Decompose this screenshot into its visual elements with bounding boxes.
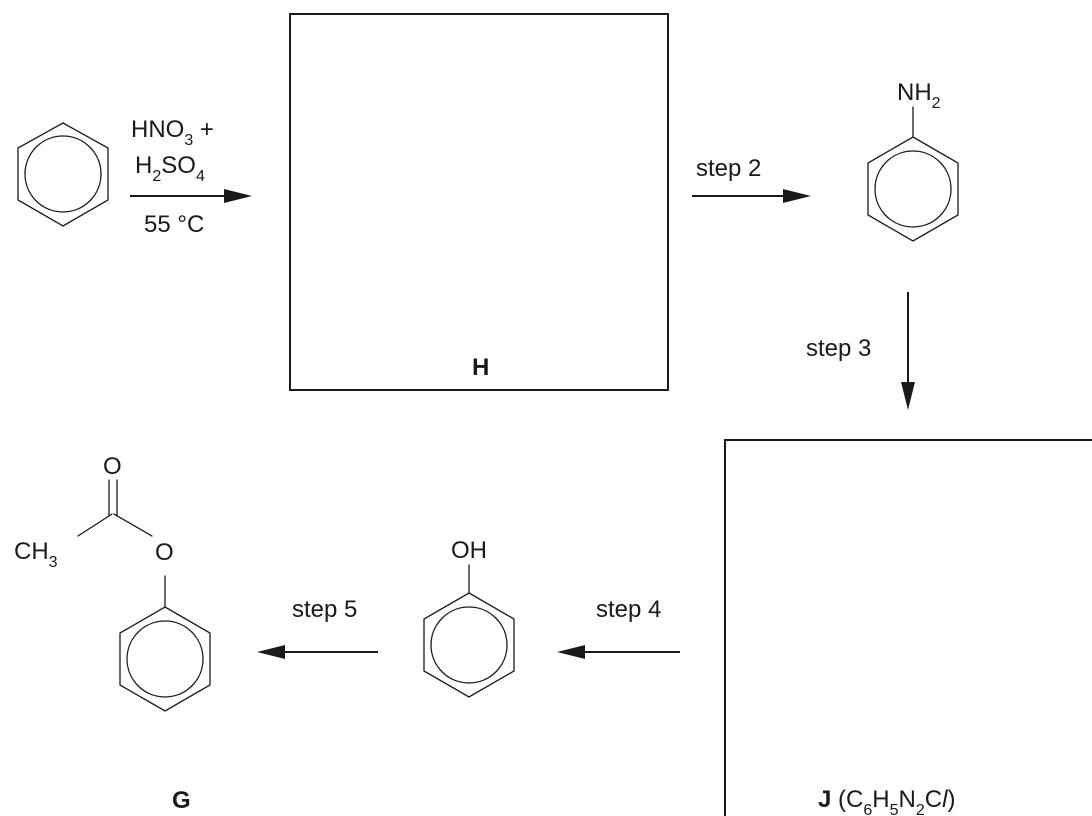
ester-oxygen: O <box>155 539 174 566</box>
benzene-ring <box>17 122 109 227</box>
phenol-ring <box>423 564 515 698</box>
product-g-label: G <box>172 787 191 814</box>
amine-group: NH2 <box>897 79 941 112</box>
answer-box-j <box>724 439 1092 816</box>
arrow-step-5 <box>257 645 378 659</box>
hydroxyl-group: OH <box>451 537 487 564</box>
answer-box-h <box>289 13 669 391</box>
reaction-temperature: 55 °C <box>144 211 204 238</box>
ester-linkage <box>77 479 153 537</box>
step-2-label: step 2 <box>696 155 761 182</box>
reagent-nitric-acid: HNO3 + <box>131 116 214 149</box>
arrow-step-2 <box>692 189 811 203</box>
box-j-label: J (C6H5N2Cl) <box>818 786 955 816</box>
arrow-step-4 <box>557 645 680 659</box>
carbonyl-oxygen: O <box>103 453 122 480</box>
methyl-group: CH3 <box>14 538 58 571</box>
step-3-label: step 3 <box>806 335 871 362</box>
ester-ring <box>119 575 211 712</box>
arrow-step-3 <box>901 292 915 410</box>
reagent-sulfuric-acid: H2SO4 <box>135 152 205 185</box>
step-5-label: step 5 <box>292 596 357 623</box>
step-4-label: step 4 <box>596 596 661 623</box>
arrow-step-1 <box>130 189 252 203</box>
box-h-label: H <box>472 354 489 381</box>
aniline-ring <box>867 106 959 242</box>
